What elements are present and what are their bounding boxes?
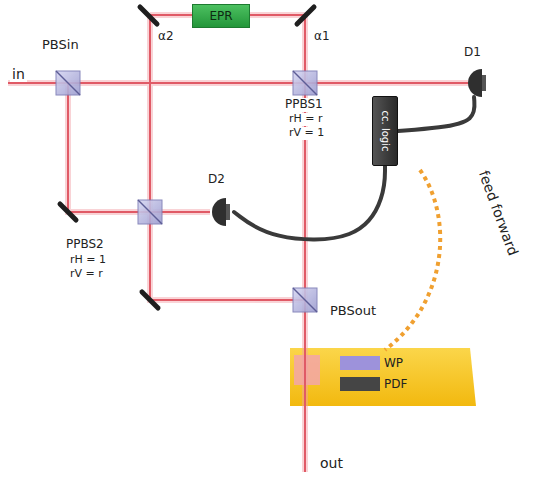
parameter-label: rH = 1	[68, 254, 108, 267]
beam-label: α1	[312, 30, 332, 44]
detector: D1	[462, 45, 490, 97]
waveplate: WP	[340, 356, 403, 370]
mirror	[60, 7, 314, 308]
component-label: PBSout	[328, 304, 378, 319]
node-label: WP	[384, 356, 403, 370]
laser-beam	[8, 15, 468, 472]
parameter-label: rH = r	[287, 113, 325, 126]
port-label: out	[318, 455, 345, 471]
modulator-panel	[290, 348, 476, 406]
node-label: PDF	[384, 377, 407, 391]
signal-cable	[234, 166, 385, 239]
component-label: PPBS2	[64, 238, 106, 252]
logic-box: cc. logic	[372, 96, 398, 166]
node-label: EPR	[209, 9, 232, 23]
port-label: in	[10, 66, 27, 82]
detector-symbol	[462, 69, 486, 97]
node-label: D2	[208, 172, 225, 186]
component-block	[340, 356, 380, 370]
detector: D2	[206, 172, 234, 226]
parameter-label: rV = r	[68, 268, 105, 281]
beam-splitter-cube	[56, 71, 317, 312]
feed-forward-arc	[385, 170, 440, 350]
component-label: PPBS1	[283, 98, 325, 112]
parameter-label: rV = 1	[287, 127, 326, 140]
crystal-box: EPR	[192, 4, 250, 28]
node-label: D1	[464, 45, 481, 59]
signal-label: feed forward	[475, 167, 522, 260]
beam-label: α2	[156, 30, 176, 44]
detector-symbol	[206, 198, 230, 226]
beam-glow	[8, 15, 468, 472]
component-block	[340, 377, 380, 391]
signal-cable	[398, 97, 475, 131]
node-label: cc. logic	[380, 111, 391, 152]
polarization-filter: PDF	[340, 377, 407, 391]
component-label: PBSin	[40, 38, 81, 53]
